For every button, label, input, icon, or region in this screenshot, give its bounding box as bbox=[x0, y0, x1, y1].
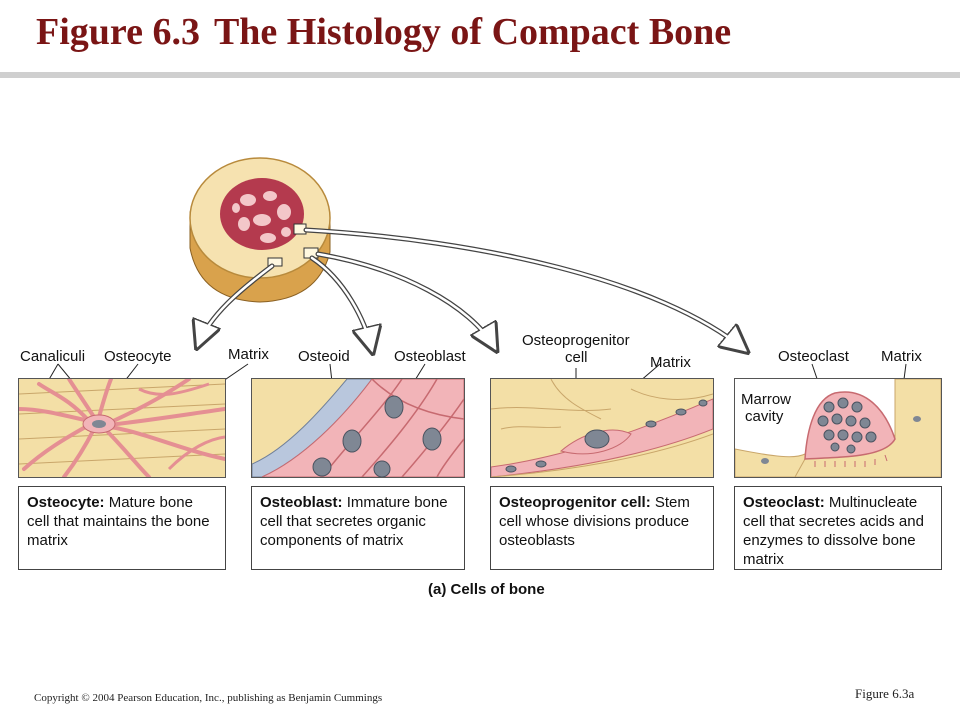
osteoprogenitor-panel bbox=[490, 378, 714, 478]
label-matrix-2: Matrix bbox=[650, 354, 691, 371]
osteocyte-description: Osteocyte: Mature bone cell that maintai… bbox=[18, 486, 226, 570]
label-matrix-1: Matrix bbox=[228, 346, 269, 363]
osteoprogenitor-text: Stem cell whose divisions produce osteob… bbox=[499, 494, 690, 549]
osteocyte-panel bbox=[18, 378, 226, 478]
label-osteocyte: Osteocyte bbox=[104, 348, 172, 365]
osteoclast-text: Multinucleate cell that secretes acids a… bbox=[743, 494, 924, 568]
osteocyte-text: Mature bone cell that maintains the bone… bbox=[27, 494, 210, 549]
figure-number: Figure 6.3 bbox=[36, 11, 200, 53]
label-osteoprogenitor: Osteoprogenitor bbox=[522, 332, 630, 349]
figure-title: The Histology of Compact Bone bbox=[213, 11, 732, 53]
bone-cross-section bbox=[189, 157, 331, 303]
label-osteoblast: Osteoblast bbox=[394, 348, 466, 365]
label-osteoprogenitor-cell: cell bbox=[565, 349, 588, 366]
label-osteoclast: Osteoclast bbox=[778, 348, 849, 365]
page-title: Figure 6.3 The Histology of Compact Bone bbox=[36, 10, 731, 54]
osteoclast-description: Osteoclast: Multinucleate cell that secr… bbox=[734, 486, 942, 570]
label-marrow: Marrow bbox=[741, 391, 792, 408]
label-osteoid: Osteoid bbox=[298, 348, 350, 365]
label-matrix-3: Matrix bbox=[881, 348, 922, 365]
label-marrow-cavity: cavity bbox=[745, 408, 784, 425]
figure-caption: (a) Cells of bone bbox=[428, 581, 545, 598]
osteoblast-description: Osteoblast: Immature bone cell that secr… bbox=[251, 486, 465, 570]
osteoprogenitor-description: Osteoprogenitor cell: Stem cell whose di… bbox=[490, 486, 714, 570]
osteoblast-term: Osteoblast: bbox=[260, 494, 343, 511]
title-divider bbox=[0, 72, 960, 78]
osteocyte-term: Osteocyte: bbox=[27, 494, 105, 511]
osteoclast-panel: Marrow cavity bbox=[734, 378, 942, 478]
osteoprogenitor-term: Osteoprogenitor cell: bbox=[499, 494, 651, 511]
osteoblast-panel bbox=[251, 378, 465, 478]
copyright-notice: Copyright © 2004 Pearson Education, Inc.… bbox=[34, 692, 383, 704]
osteoclast-term: Osteoclast: bbox=[743, 494, 825, 511]
osteoblast-text: Immature bone cell that secretes organic… bbox=[260, 494, 448, 549]
label-canaliculi: Canaliculi bbox=[20, 348, 86, 365]
figure-reference: Figure 6.3a bbox=[855, 686, 915, 701]
